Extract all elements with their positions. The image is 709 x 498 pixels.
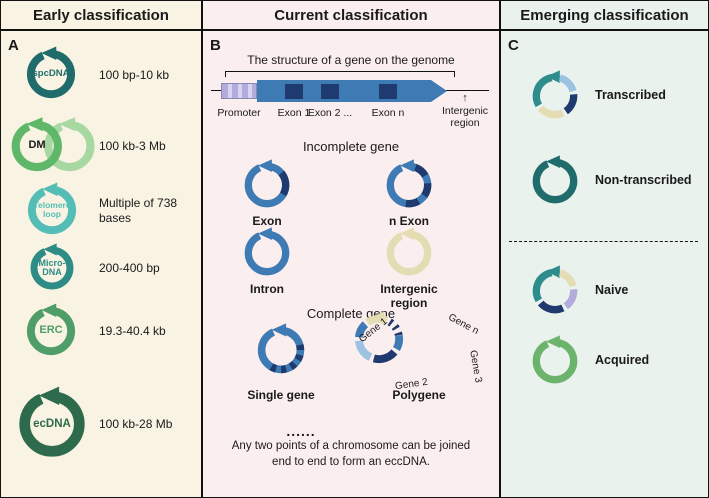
segmented-circle-icon <box>354 311 404 364</box>
panel-b-letter: B <box>210 37 221 54</box>
erc-circle: ERC <box>23 303 79 359</box>
header-emerging: Emerging classification <box>501 1 708 31</box>
single-gene-circle <box>254 323 308 377</box>
column-emerging: Emerging classification C Transcribed <box>501 1 708 497</box>
single-gene-label: Single gene <box>247 388 315 402</box>
naive-label: Naive <box>595 283 629 297</box>
microdna-size: 200-400 bp <box>99 261 160 275</box>
exon-circle-label: Exon <box>252 214 282 228</box>
circular-arrow-icon <box>386 227 432 276</box>
ecdna-label: ecDNA <box>33 417 71 430</box>
up-arrow-icon: ↑ <box>462 92 468 104</box>
header-current-title: Current classification <box>274 6 428 24</box>
exon2-label: Exon 2 ... <box>307 107 353 119</box>
circular-arrow-icon <box>26 46 76 99</box>
header-current: Current classification <box>203 1 499 31</box>
circular-arrow-icon <box>244 159 290 208</box>
exon-box <box>321 84 339 99</box>
header-emerging-title: Emerging classification <box>520 6 689 24</box>
n-exon-circle-label: n Exon <box>388 214 429 228</box>
microdna-circle: Micro-DNA <box>27 243 77 293</box>
circular-arrow-icon <box>532 155 578 204</box>
acquired-circle <box>529 335 581 387</box>
intron-circle-label: Intron <box>250 282 284 296</box>
intergenic-region-label: Intergenic region <box>441 105 489 130</box>
circular-arrow-icon <box>386 159 432 208</box>
transcribed-label: Transcribed <box>595 88 666 102</box>
bracket <box>225 71 455 77</box>
telomere-loop-circle: Telomere loop <box>24 182 80 238</box>
exon-box <box>379 84 397 99</box>
ecdna-size: 100 kb-28 Mb <box>99 417 173 431</box>
intergenic-region-circle-label: Intergenic region <box>380 282 438 310</box>
exon-circle <box>241 159 293 211</box>
double-circular-arrow-icon <box>11 117 95 172</box>
circular-arrow-icon <box>244 227 290 276</box>
column-early: Early classification A spcDNA 100 bp-10 … <box>1 1 203 497</box>
promoter-label: Promoter <box>217 107 261 119</box>
gene-arrow <box>257 80 447 102</box>
polygene-group: Gene 1 Gene n Gene 3 Gene 2 <box>351 311 487 431</box>
acquired-label: Acquired <box>595 353 650 367</box>
circular-arrow-icon <box>532 335 578 384</box>
promoter-box <box>221 83 257 99</box>
dm-circle: DM <box>9 115 101 177</box>
erc-label: ERC <box>39 324 63 337</box>
dashed-divider <box>509 241 698 242</box>
spcdna-label: spcDNA <box>32 68 70 80</box>
gene3-label: Gene 3 <box>467 349 484 384</box>
genen-label: Gene n <box>446 311 481 338</box>
circular-arrow-icon <box>26 303 76 356</box>
naive-circle <box>529 265 581 317</box>
intergenic-region-pointer: ↑ Intergenic region <box>435 92 495 130</box>
segmented-circle-icon <box>532 70 578 119</box>
segmented-circle-icon <box>532 265 578 314</box>
telomere-loop-label: Telomere loop <box>33 200 71 219</box>
panel-b: B The structure of a gene on the genome … <box>203 31 499 497</box>
spcdna-size: 100 bp-10 kb <box>99 68 170 82</box>
gene-structure-title: The structure of a gene on the genome <box>247 53 455 67</box>
exon1-label: Exon 1 <box>277 107 311 119</box>
ecdna-circle: ecDNA <box>14 386 90 462</box>
microdna-label: Micro-DNA <box>38 257 66 277</box>
circular-arrow-icon <box>27 182 77 235</box>
intron-circle <box>241 227 293 279</box>
transcribed-circle <box>529 70 581 122</box>
header-early: Early classification <box>1 1 201 31</box>
column-current: Current classification B The structure o… <box>203 1 501 497</box>
footnote: Any two points of a chromosome can be jo… <box>231 440 471 468</box>
exonn-label: Exon n <box>371 107 405 119</box>
panel-a-letter: A <box>8 37 19 54</box>
dm-label: DM <box>28 139 46 152</box>
intergenic-region-circle <box>383 227 435 279</box>
circular-arrow-icon <box>19 386 85 457</box>
non-transcribed-label: Non-transcribed <box>595 173 692 187</box>
non-transcribed-circle <box>529 155 581 207</box>
n-exon-circle <box>383 159 435 211</box>
spcdna-circle: spcDNA <box>23 46 79 102</box>
ellipsis-dots: ...... <box>286 423 316 439</box>
dm-size: 100 kb-3 Mb <box>99 139 166 153</box>
polygene-label: Polygene <box>392 388 446 402</box>
header-early-title: Early classification <box>33 6 169 24</box>
circular-arrow-icon <box>257 323 305 374</box>
panel-c-letter: C <box>508 37 519 54</box>
erc-size: 19.3-40.4 kb <box>99 324 166 338</box>
panel-c: C Transcribed Non-transcribed <box>501 31 708 497</box>
incomplete-gene-title: Incomplete gene <box>302 139 400 154</box>
circular-arrow-icon <box>30 243 74 290</box>
exon-box <box>285 84 303 99</box>
telomere-size: Multiple of 738 bases <box>99 196 178 225</box>
panel-a: A spcDNA 100 bp-10 kb DM 100 kb-3 Mb <box>1 31 201 497</box>
